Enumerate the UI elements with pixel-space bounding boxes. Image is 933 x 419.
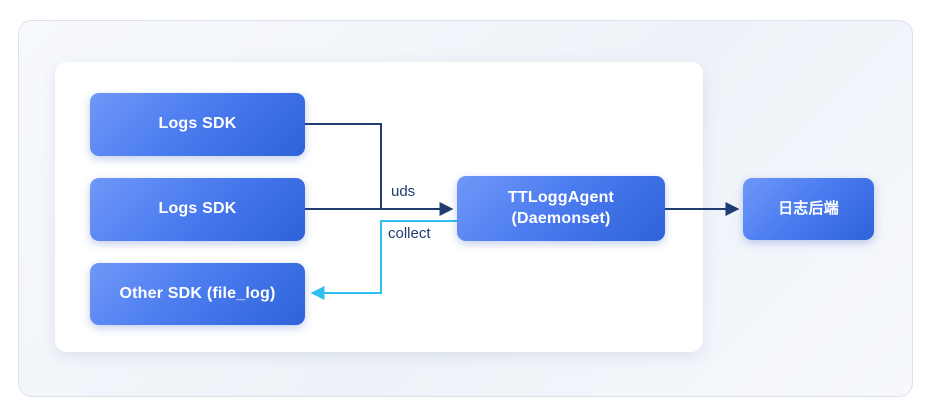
- node-other-sdk[interactable]: Other SDK (file_log): [90, 263, 305, 325]
- node-logs-sdk-1[interactable]: Logs SDK: [90, 93, 305, 156]
- node-ttlogg-agent[interactable]: TTLoggAgent (Daemonset): [457, 176, 665, 241]
- edge-label-uds: uds: [391, 183, 416, 200]
- edge-label-collect: collect: [388, 225, 431, 242]
- edge-logs-sdk-1-to-agent: [304, 123, 382, 210]
- node-logs-sdk-2-label: Logs SDK: [158, 200, 237, 218]
- edge-agent-to-other-sdk: [310, 220, 457, 300]
- node-log-backend[interactable]: 日志后端: [743, 178, 874, 240]
- node-logs-sdk-2[interactable]: Logs SDK: [90, 178, 305, 241]
- node-log-backend-label: 日志后端: [778, 200, 839, 218]
- node-ttlogg-agent-label: TTLoggAgent (Daemonset): [507, 189, 615, 227]
- node-other-sdk-label: Other SDK (file_log): [119, 284, 276, 302]
- node-logs-sdk-1-label: Logs SDK: [158, 115, 237, 133]
